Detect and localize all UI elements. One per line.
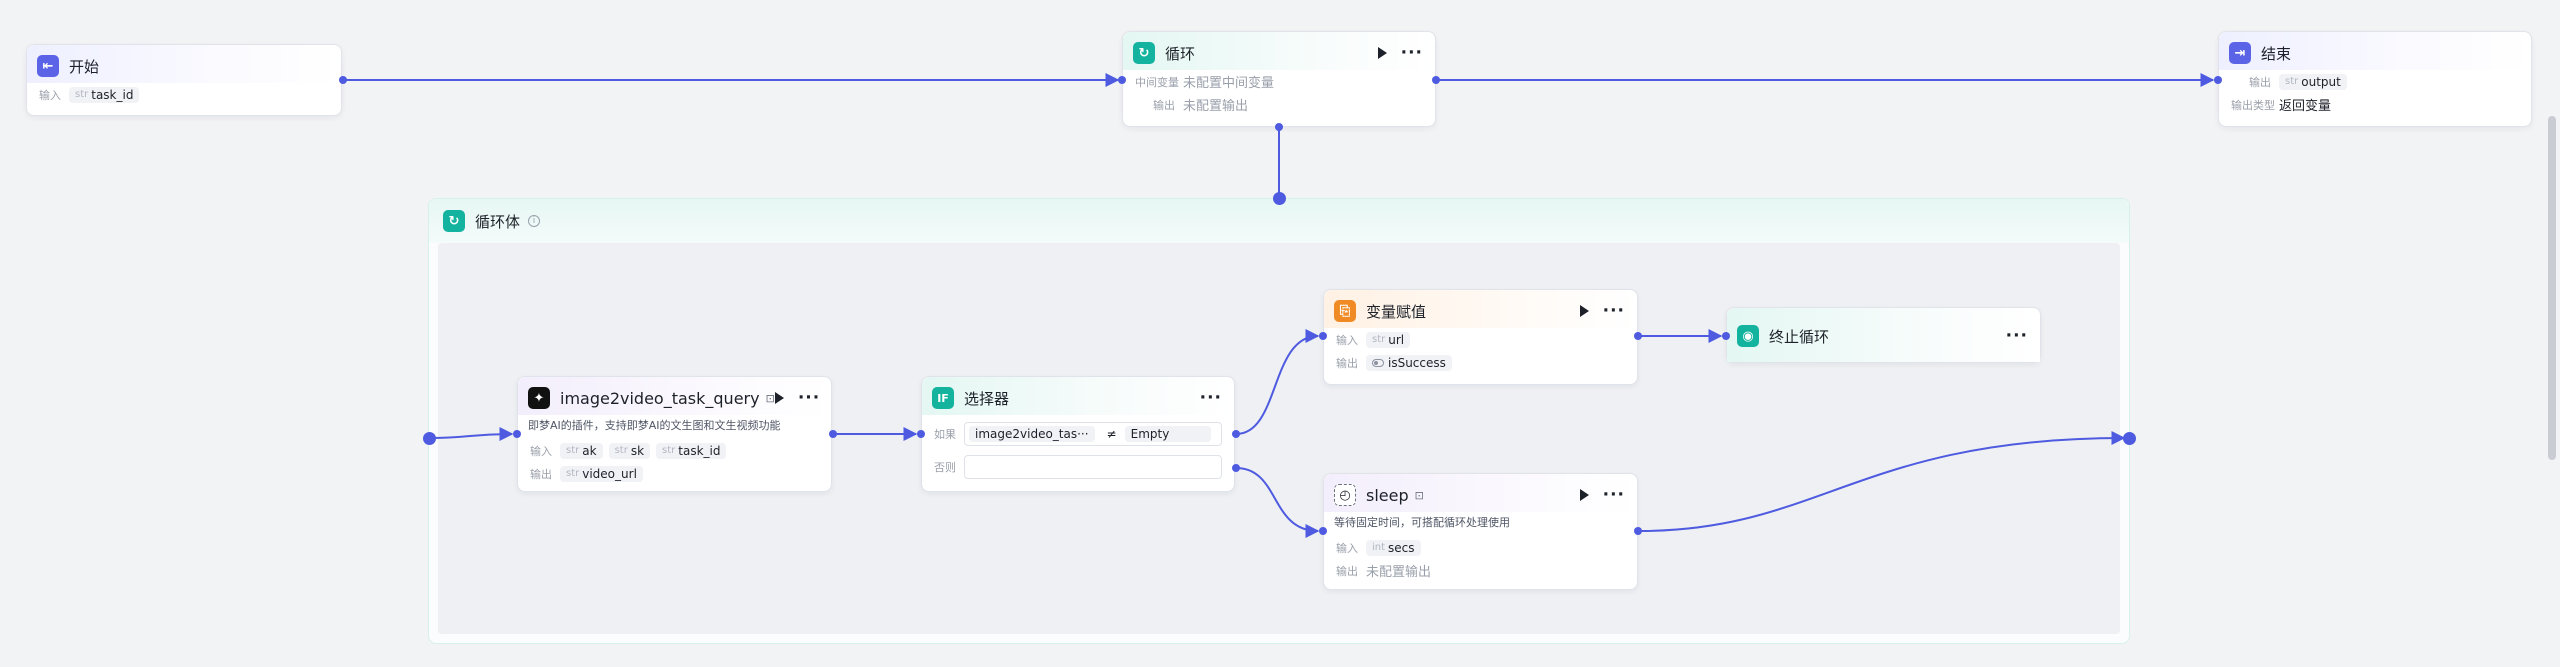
run-icon[interactable] <box>1579 305 1589 317</box>
port-loop-bottom[interactable] <box>1275 123 1283 131</box>
tag-icon: ⊡ <box>1414 488 1424 502</box>
port-selector-if[interactable] <box>1232 430 1240 438</box>
loop-body-panel[interactable]: ↻ 循环体 i <box>428 198 2130 644</box>
output-value: 未配置输出 <box>1366 565 1432 580</box>
input-label: 输入 <box>1336 333 1358 347</box>
output-label: 输出 <box>1336 564 1358 578</box>
end-icon: ⇥ <box>2229 42 2251 64</box>
node-title: 开始 <box>69 57 100 76</box>
input-label: 输入 <box>530 444 552 458</box>
tag-icon: ⊡ <box>765 391 775 405</box>
query-node[interactable]: ✦ image2video_task_query ⊡ ··· 即梦AI的插件，支… <box>517 376 832 492</box>
run-icon[interactable] <box>774 392 784 404</box>
output-label: 输出 <box>1336 356 1358 370</box>
more-icon[interactable]: ··· <box>1602 301 1625 321</box>
vertical-scrollbar[interactable] <box>2548 116 2556 460</box>
node-title: 选择器 <box>964 389 1010 408</box>
clock-icon: ◴ <box>1334 484 1356 506</box>
output-chip: isSuccess <box>1366 354 1452 371</box>
more-icon[interactable]: ··· <box>797 388 821 408</box>
port-selector-in[interactable] <box>917 430 925 438</box>
more-icon[interactable]: ··· <box>1199 388 1222 408</box>
port-assign-in[interactable] <box>1319 332 1327 340</box>
more-icon[interactable]: ··· <box>1602 485 1625 505</box>
port-loop-out[interactable] <box>1432 76 1440 84</box>
stop-icon: ◉ <box>1737 325 1759 347</box>
else-box[interactable] <box>964 455 1222 479</box>
node-title: 循环 <box>1165 44 1196 63</box>
output-label: 输出 <box>1153 98 1175 112</box>
port-loop-body-start[interactable] <box>423 432 436 445</box>
port-loop-body-top[interactable] <box>1273 192 1286 205</box>
node-description: 等待固定时间，可搭配循环处理使用 <box>1334 516 1510 529</box>
port-end-in[interactable] <box>2214 76 2222 84</box>
condition-left: image2video_tas··· <box>969 426 1095 442</box>
vars-value: 未配置中间变量 <box>1183 76 1275 91</box>
output-value: 未配置输出 <box>1183 99 1249 114</box>
port-selector-else[interactable] <box>1232 464 1240 472</box>
more-icon[interactable]: ··· <box>1400 43 1423 63</box>
node-title: sleep <box>1366 485 1409 505</box>
port-assign-out[interactable] <box>1634 332 1642 340</box>
loop-body-title: 循环体 <box>475 212 521 231</box>
input-label: 输入 <box>39 88 61 102</box>
port-query-in[interactable] <box>513 430 521 438</box>
if-label: 如果 <box>934 428 956 441</box>
info-icon[interactable]: i <box>528 215 541 227</box>
port-loop-body-end[interactable] <box>2123 432 2136 445</box>
loop-icon: ↻ <box>443 210 465 232</box>
more-icon[interactable]: ··· <box>2005 326 2028 346</box>
node-title: 终止循环 <box>1769 327 1830 346</box>
node-title: 变量赋值 <box>1366 302 1427 321</box>
node-title: image2video_task_query <box>560 388 760 408</box>
selector-node[interactable]: IF 选择器 ··· 如果 image2video_tas··· ≠ Empty… <box>921 376 1235 492</box>
condition-right: Empty <box>1124 426 1211 442</box>
output-label: 输出 <box>530 467 552 481</box>
node-description: 即梦AI的插件，支持即梦AI的文生图和文生视频功能 <box>528 419 781 432</box>
boolean-icon <box>1372 358 1384 367</box>
port-start-out[interactable] <box>339 76 347 84</box>
output-label: 输出 <box>2249 75 2271 89</box>
loop-node[interactable]: ↻ 循环 ··· 中间变量 未配置中间变量 输出 未配置输出 <box>1122 31 1436 127</box>
run-icon[interactable] <box>1377 47 1387 59</box>
selector-icon: IF <box>932 387 954 409</box>
output-type-label: 输出类型 <box>2231 98 2275 112</box>
stop-loop-node[interactable]: ◉ 终止循环 ··· <box>1726 307 2041 363</box>
loop-icon: ↻ <box>1133 42 1155 64</box>
start-icon: ⇤ <box>37 55 59 77</box>
output-type-value: 返回变量 <box>2279 99 2332 114</box>
port-sleep-in[interactable] <box>1319 527 1327 535</box>
vars-label: 中间变量 <box>1135 75 1179 89</box>
port-loop-in[interactable] <box>1118 76 1126 84</box>
assign-icon: ⎘ <box>1334 300 1356 322</box>
input-label: 输入 <box>1336 541 1358 555</box>
condition-box[interactable]: image2video_tas··· ≠ Empty <box>964 422 1222 446</box>
port-sleep-out[interactable] <box>1634 527 1642 535</box>
run-icon[interactable] <box>1579 489 1589 501</box>
node-title: 结束 <box>2261 44 2292 63</box>
plugin-icon: ✦ <box>528 387 550 409</box>
port-stop-in[interactable] <box>1722 332 1730 340</box>
else-label: 否则 <box>934 461 956 474</box>
loop-body-header: ↻ 循环体 i <box>429 199 2129 243</box>
condition-operator: ≠ <box>1106 427 1117 441</box>
port-query-out[interactable] <box>829 430 837 438</box>
